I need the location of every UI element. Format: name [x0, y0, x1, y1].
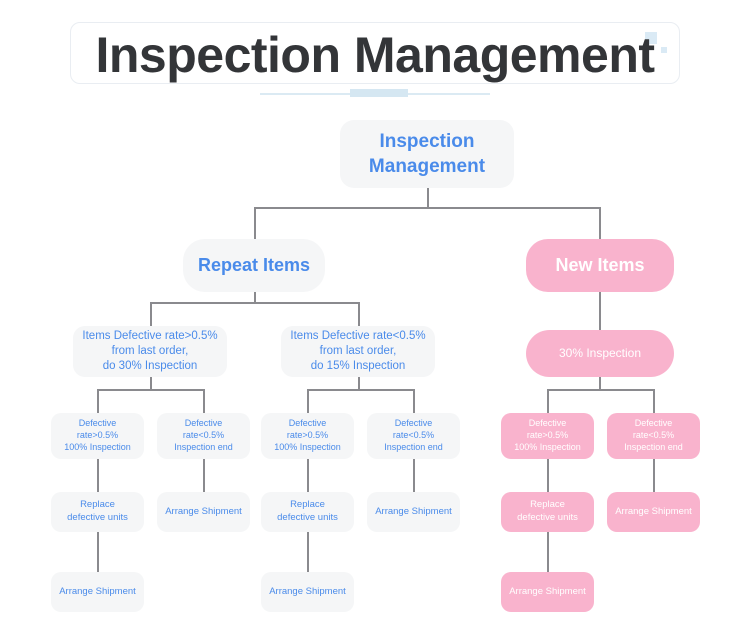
node-replace-defective-units[interactable]: Replace defective units — [261, 492, 354, 532]
square-decor-icon — [645, 32, 657, 44]
connector — [97, 532, 99, 572]
connector — [150, 302, 359, 304]
connector — [413, 389, 415, 413]
node-arrange-shipment[interactable]: Arrange Shipment — [501, 572, 594, 612]
connector — [599, 292, 601, 330]
connector — [599, 377, 601, 390]
connector — [427, 188, 429, 208]
node-new-items-30-percent-inspection[interactable]: 30% Inspection — [526, 330, 674, 377]
node-defective-low-inspection-end[interactable]: Defective rate<0.5% Inspection end — [367, 413, 460, 459]
node-replace-defective-units[interactable]: Replace defective units — [501, 492, 594, 532]
node-arrange-shipment[interactable]: Arrange Shipment — [367, 492, 460, 532]
connector — [203, 389, 205, 413]
connector — [547, 389, 653, 391]
connector — [150, 302, 152, 326]
connector — [413, 459, 415, 492]
connector — [358, 302, 360, 326]
node-defective-high-100-inspection[interactable]: Defective rate>0.5% 100% Inspection — [501, 413, 594, 459]
title-divider-accent — [350, 89, 408, 97]
node-repeat-items-high-rate[interactable]: Items Defective rate>0.5% from last orde… — [73, 326, 227, 377]
node-replace-defective-units[interactable]: Replace defective units — [51, 492, 144, 532]
connector — [97, 389, 204, 391]
node-arrange-shipment[interactable]: Arrange Shipment — [157, 492, 250, 532]
connector — [307, 459, 309, 492]
connector — [203, 459, 205, 492]
node-repeat-items[interactable]: Repeat Items — [183, 239, 325, 292]
connector — [599, 207, 601, 239]
square-decor-icon — [661, 47, 667, 53]
connector — [307, 532, 309, 572]
node-defective-low-inspection-end[interactable]: Defective rate<0.5% Inspection end — [607, 413, 700, 459]
connector — [547, 532, 549, 572]
page-title: Inspection Management — [95, 27, 655, 83]
node-repeat-items-low-rate[interactable]: Items Defective rate<0.5% from last orde… — [281, 326, 435, 377]
connector — [97, 459, 99, 492]
node-arrange-shipment[interactable]: Arrange Shipment — [607, 492, 700, 532]
node-inspection-management-root[interactable]: Inspection Management — [340, 120, 514, 188]
connector — [254, 292, 256, 303]
node-arrange-shipment[interactable]: Arrange Shipment — [261, 572, 354, 612]
connector — [307, 389, 309, 413]
connector — [547, 389, 549, 413]
connector — [547, 459, 549, 492]
node-defective-low-inspection-end[interactable]: Defective rate<0.5% Inspection end — [157, 413, 250, 459]
node-defective-high-100-inspection[interactable]: Defective rate>0.5% 100% Inspection — [261, 413, 354, 459]
connector — [307, 389, 413, 391]
connector — [254, 207, 256, 239]
node-new-items[interactable]: New Items — [526, 239, 674, 292]
connector — [150, 377, 152, 390]
node-arrange-shipment[interactable]: Arrange Shipment — [51, 572, 144, 612]
connector — [358, 377, 360, 390]
title-card — [70, 22, 680, 84]
connector — [254, 207, 601, 209]
connector — [653, 459, 655, 492]
connector — [653, 389, 655, 413]
connector — [97, 389, 99, 413]
node-defective-high-100-inspection[interactable]: Defective rate>0.5% 100% Inspection — [51, 413, 144, 459]
